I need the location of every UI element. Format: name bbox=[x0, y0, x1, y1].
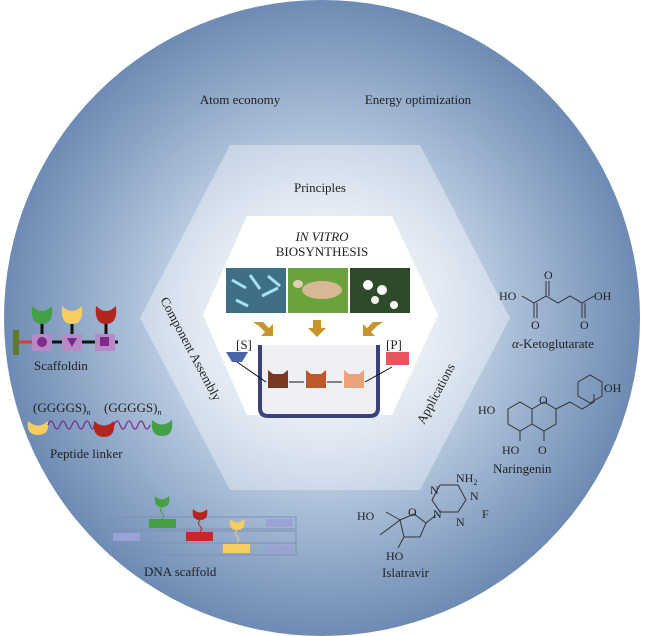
akg-oh: OH bbox=[594, 289, 612, 303]
peptide-linker-figure bbox=[27, 420, 173, 437]
microorganism-photo bbox=[226, 268, 286, 313]
dna-scaffold-label: DNA scaffold bbox=[144, 564, 217, 579]
akg-o2: O bbox=[531, 318, 540, 332]
islatravir-n4: N bbox=[433, 507, 442, 521]
islatravir-o: O bbox=[408, 505, 417, 519]
scaffoldin-label: Scaffoldin bbox=[34, 358, 88, 373]
substrate-shape bbox=[226, 352, 248, 362]
akg-o3: O bbox=[580, 318, 589, 332]
naringenin-structure bbox=[507, 374, 603, 441]
naringenin-label: Naringenin bbox=[493, 461, 552, 476]
naringenin-ho2: HO bbox=[502, 443, 520, 457]
peptide-linker-label: Peptide linker bbox=[50, 446, 123, 461]
akg-ho: HO bbox=[499, 289, 517, 303]
naringenin-ho1: HO bbox=[478, 403, 496, 417]
islatravir-n2: N bbox=[470, 489, 479, 503]
linker-seq-1: (GGGGS)n bbox=[33, 400, 90, 417]
islatravir-ho2: HO bbox=[386, 549, 404, 563]
sheep-photo bbox=[288, 268, 348, 313]
scaffoldin-figure bbox=[13, 306, 118, 355]
akg-label: α-Ketoglutarate bbox=[512, 336, 594, 351]
islatravir-label: Islatravir bbox=[382, 565, 430, 580]
atom-economy-label: Atom economy bbox=[200, 92, 281, 107]
akg-structure bbox=[521, 281, 595, 318]
islatravir-structure bbox=[379, 484, 467, 549]
enzyme-3 bbox=[344, 370, 364, 388]
principles-label: Principles bbox=[294, 180, 346, 195]
islatravir-n1: N bbox=[430, 483, 439, 497]
naringenin-o2: O bbox=[538, 443, 547, 457]
naringenin-o1: O bbox=[539, 393, 548, 407]
flower-photo bbox=[350, 268, 410, 313]
arrow-icon bbox=[308, 320, 326, 337]
energy-optimization-label: Energy optimization bbox=[365, 92, 472, 107]
arrow-icon bbox=[253, 322, 273, 336]
enzyme-2 bbox=[306, 370, 326, 388]
source-arrows bbox=[253, 320, 383, 337]
naringenin-oh: OH bbox=[604, 381, 622, 395]
islatravir-ho1: HO bbox=[357, 509, 375, 523]
akg-o1: O bbox=[544, 268, 553, 282]
arrow-icon bbox=[363, 322, 383, 336]
product-shape bbox=[386, 352, 409, 365]
enzyme-1 bbox=[268, 370, 288, 388]
in-vitro-title: IN VITRO bbox=[294, 229, 349, 244]
dna-scaffold-figure bbox=[109, 496, 297, 556]
biosynthesis-title: BIOSYNTHESIS bbox=[276, 244, 368, 259]
enzyme-cascade bbox=[236, 361, 393, 388]
reactor-wall bbox=[258, 345, 380, 418]
islatravir-f: F bbox=[482, 507, 489, 521]
substrate-label: [S] bbox=[236, 337, 252, 352]
product-label: [P] bbox=[386, 337, 402, 352]
linker-seq-2: (GGGGS)n bbox=[104, 400, 161, 417]
islatravir-nh2: NH2 bbox=[456, 471, 477, 487]
islatravir-n3: N bbox=[456, 515, 465, 529]
